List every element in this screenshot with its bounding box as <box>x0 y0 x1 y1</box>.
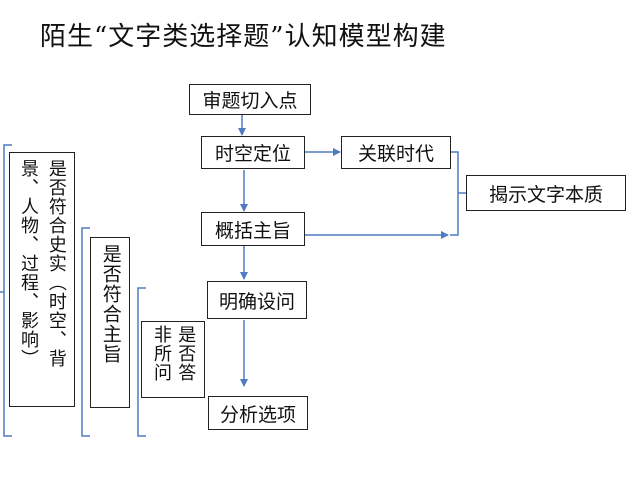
node-entry: 审题切入点 <box>189 84 311 115</box>
check-history-text: 是否符合史实（时空、背景、人物、过程、影响） <box>18 159 67 368</box>
check-theme-box: 是否符合主旨 <box>90 237 130 408</box>
check-history-box: 是否符合史实（时空、背景、人物、过程、影响） <box>9 152 75 407</box>
node-summarize-theme: 概括主旨 <box>201 212 305 246</box>
bracket-history <box>0 144 12 437</box>
bracket-essence <box>450 151 466 236</box>
page-title: 陌生“文字类选择题”认知模型构建 <box>40 22 447 52</box>
node-analyze-options: 分析选项 <box>208 396 308 430</box>
check-answer-text: 是否答非所问 <box>151 325 197 382</box>
node-time-space: 时空定位 <box>201 136 305 169</box>
check-answer-box: 是否答非所问 <box>141 321 205 398</box>
check-theme-text: 是否符合主旨 <box>99 244 122 364</box>
node-clarify-question: 明确设问 <box>207 281 307 319</box>
bracket-theme <box>81 227 90 437</box>
node-reveal-essence: 揭示文字本质 <box>466 175 626 211</box>
bracket-answer <box>137 287 146 437</box>
node-related-era: 关联时代 <box>341 136 451 169</box>
